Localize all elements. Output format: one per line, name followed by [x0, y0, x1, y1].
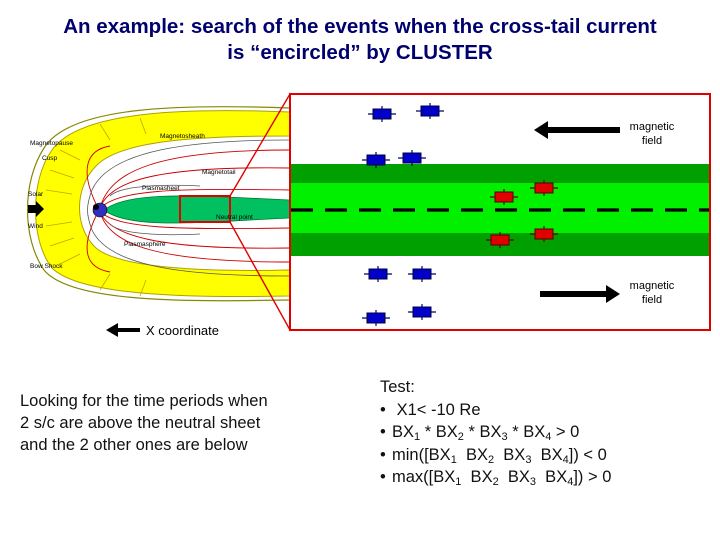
- label-plasmasphere: Plasmasphere: [124, 241, 166, 248]
- label-magnetopause: Magnetopause: [30, 140, 73, 147]
- term: BX: [536, 468, 568, 486]
- spacecraft-icon: [364, 266, 392, 282]
- spacecraft-icon: [408, 266, 436, 282]
- looking-text: Looking for the time periods when 2 s/c …: [20, 390, 268, 456]
- looking-line-2: 2 s/c are above the neutral sheet: [20, 414, 261, 432]
- subscript: 1: [455, 476, 462, 488]
- spacecraft-icon: [398, 150, 426, 166]
- term: BX: [392, 423, 415, 441]
- zoom-connector-bottom: [229, 221, 291, 331]
- spacecraft-red-group: [486, 180, 558, 248]
- term: * BX: [507, 423, 546, 441]
- field-label-top-2: field: [642, 135, 662, 147]
- field-arrow-right-icon: [540, 285, 620, 303]
- title-line-2: is “encircled” by CLUSTER: [227, 41, 493, 64]
- subscript: 3: [501, 431, 508, 443]
- term: * BX: [463, 423, 502, 441]
- x-coordinate-arrow-icon: [106, 323, 140, 337]
- magnetosheath-hatching: [45, 117, 147, 297]
- term: BX: [494, 445, 526, 464]
- test-heading: Test:: [380, 378, 415, 396]
- spacecraft-icon: [530, 180, 558, 196]
- test-item-1-text: X1< -10 Re: [396, 400, 481, 419]
- spacecraft-icon: [362, 152, 390, 168]
- test-item-4: •max([BX1 BX2 BX3 BX4]) > 0: [380, 466, 611, 489]
- subscript: 4: [562, 453, 569, 466]
- field-lines: [86, 145, 291, 273]
- bullet: •: [380, 468, 386, 486]
- subscript: 2: [457, 431, 464, 443]
- subscript: 4: [567, 476, 574, 488]
- current-sheet-inner: [291, 183, 709, 233]
- test-item-1: • X1< -10 Re: [380, 399, 611, 422]
- term: BX: [456, 445, 488, 464]
- spacecraft-icon: [486, 232, 514, 248]
- bullet: •: [380, 423, 386, 441]
- subscript: 4: [545, 431, 552, 443]
- spacecraft-icon: [368, 106, 396, 122]
- term: * BX: [420, 423, 458, 441]
- test-conditions: Test: • X1< -10 Re •BX1 * BX2 * BX3 * BX…: [380, 376, 611, 489]
- label-wind: Wind: [28, 223, 43, 230]
- test-item-3: •min([BX1 BX2 BX3 BX4]) < 0: [380, 444, 611, 467]
- term: min([BX: [392, 445, 451, 464]
- label-cusp: Cusp: [42, 155, 58, 162]
- term: max([BX: [392, 468, 456, 486]
- field-label-bottom-1: magnetic: [630, 280, 675, 292]
- bullet: •: [380, 400, 386, 419]
- term: BX: [531, 445, 563, 464]
- term: ]) < 0: [568, 445, 607, 464]
- term: ]) > 0: [573, 468, 612, 486]
- solar-wind-arrow-icon: [28, 201, 44, 217]
- looking-line-3: and the 2 other ones are below: [20, 436, 248, 454]
- subscript: 1: [414, 431, 421, 443]
- field-label-top-1: magnetic: [630, 121, 675, 133]
- zoom-box: [179, 195, 231, 223]
- subscript: 2: [488, 453, 495, 466]
- label-solar: Solar: [28, 191, 44, 198]
- subscript: 3: [525, 453, 532, 466]
- looking-line-1: Looking for the time periods when: [20, 392, 268, 410]
- spacecraft-icon: [362, 310, 390, 326]
- title-line-1: An example: search of the events when th…: [63, 15, 657, 38]
- term: BX: [498, 468, 530, 486]
- earth-dayside-mark: [93, 204, 99, 210]
- slide-title: An example: search of the events when th…: [0, 14, 720, 66]
- subscript: 2: [492, 476, 499, 488]
- zoom-panel: magnetic field magnetic field: [289, 93, 711, 331]
- label-bow-shock: Bow Shock: [30, 263, 63, 270]
- test-item-2: •BX1 * BX2 * BX3 * BX4 > 0: [380, 421, 611, 444]
- plasmasheet-region: [103, 195, 291, 224]
- field-arrow-left-icon: [534, 121, 620, 139]
- label-magnetotail: Magnetotail: [202, 169, 236, 176]
- subscript: 3: [529, 476, 537, 488]
- label-neutral-point: Neutral point: [216, 214, 253, 221]
- spacecraft-icon: [416, 103, 444, 119]
- subscript: 1: [450, 453, 457, 466]
- spacecraft-icon: [490, 189, 518, 205]
- spacecraft-blue-group: [362, 103, 444, 326]
- x-coordinate-label: X coordinate: [146, 323, 219, 338]
- magnetosphere-outline: [87, 139, 291, 277]
- term: > 0: [551, 423, 580, 441]
- term: BX: [461, 468, 493, 486]
- zoom-connector-top: [229, 93, 291, 197]
- label-magnetosheath: Magnetosheath: [160, 133, 205, 140]
- field-label-bottom-2: field: [642, 294, 662, 306]
- label-plasmasheet: Plasmasheet: [142, 185, 180, 192]
- magnetosphere-figure: Magnetopause Magnetosheath Cusp Magnetot…: [22, 104, 291, 302]
- spacecraft-icon: [530, 226, 558, 242]
- bow-shock-line: [26, 106, 291, 302]
- bullet: •: [380, 445, 386, 464]
- spacecraft-icon: [408, 304, 436, 320]
